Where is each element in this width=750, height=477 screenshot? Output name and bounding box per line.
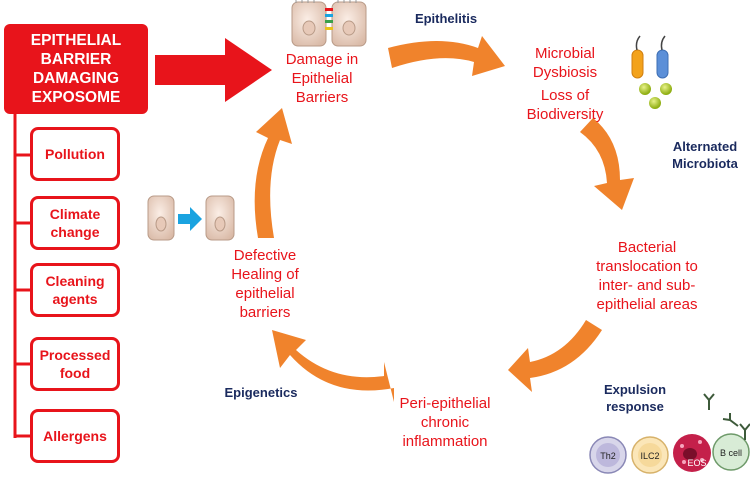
exposome-title-line: DAMAGING	[32, 70, 120, 87]
b-cell-label: B cell	[720, 448, 742, 458]
factor-allergens: Allergens	[30, 409, 120, 463]
arrow-to-dysbiosis	[388, 36, 505, 76]
bacteria-icon	[631, 35, 672, 109]
node-bacterial-translocation: Bacterial translocation to inter- and su…	[596, 239, 698, 313]
factor-bracket	[13, 112, 30, 438]
arrow-to-defective-healing	[272, 330, 394, 402]
exposome-title-line: EPITHELIAL	[30, 32, 122, 49]
damaged-barrier-icon	[291, 0, 367, 47]
healing-cells-icon	[147, 195, 235, 241]
th2-cell-icon: Th2	[589, 436, 627, 474]
factor-cleaning-agents: Cleaning agents	[30, 263, 120, 317]
b-cell-icon: B cell	[712, 433, 750, 471]
factor-processed-food: Processed food	[30, 337, 120, 391]
exposome-title-line: EXPOSOME	[31, 89, 121, 106]
arrow-to-inflammation	[508, 320, 602, 392]
immune-cells-group: Th2 ILC2 EOS B cell	[589, 393, 750, 474]
eos-label: EOS	[687, 458, 706, 468]
eos-cell-icon: EOS	[673, 434, 711, 472]
exposome-title-line: BARRIER	[40, 51, 112, 68]
factor-pollution: Pollution	[30, 127, 120, 181]
label-expulsion-response: Expulsion response	[603, 382, 667, 414]
node-defective-healing: Defective Healing of epithelial barriers	[231, 247, 299, 321]
antibody-icons	[703, 393, 750, 440]
arrow-to-damage	[254, 108, 292, 238]
node-peri-epithelial-inflammation: Peri-epithelial chronic inflammation	[399, 395, 491, 450]
ilc2-cell-icon: ILC2	[631, 436, 669, 474]
exposome-arrow	[155, 38, 272, 102]
node-damage-barriers: Damage in Epithelial Barriers	[285, 51, 359, 106]
label-epithelitis: Epithelitis	[414, 11, 478, 26]
exposome-header: EPITHELIAL BARRIER DAMAGING EXPOSOME	[4, 24, 148, 114]
node-microbial-dysbiosis: Microbial Dysbiosis	[532, 45, 598, 81]
cycle-arrows	[254, 36, 634, 402]
label-epigenetics: Epigenetics	[224, 385, 298, 400]
label-alternated-microbiota: Alternated Microbiota	[672, 139, 738, 171]
factor-climate-change: Climate change	[30, 196, 120, 250]
ilc2-label: ILC2	[640, 451, 659, 461]
arrow-to-translocation	[580, 118, 634, 210]
node-loss-biodiversity: Loss of Biodiversity	[526, 87, 604, 123]
th2-label: Th2	[600, 451, 616, 461]
